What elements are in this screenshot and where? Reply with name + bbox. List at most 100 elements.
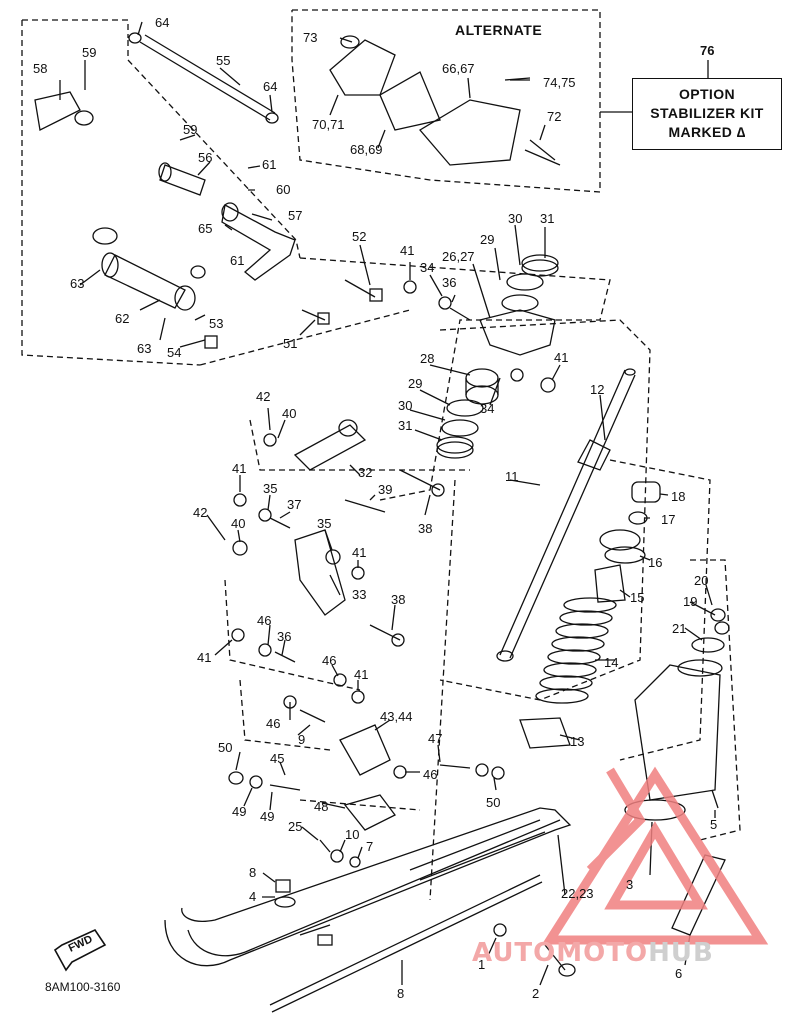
- washer-29: [501, 294, 539, 312]
- callout: 51: [283, 336, 298, 351]
- callout: 41: [352, 545, 367, 560]
- callout: 36: [442, 275, 457, 290]
- callout: 14: [604, 655, 619, 670]
- callout: 9: [298, 732, 306, 747]
- ski: [164, 807, 572, 967]
- callout: 30: [508, 211, 523, 226]
- option-box: OPTION STABILIZER KIT MARKED ∆: [632, 78, 782, 150]
- callout: 26,27: [442, 249, 475, 264]
- washer-lower-29: [446, 399, 484, 417]
- callout: 39: [378, 482, 393, 497]
- callout: 38: [418, 521, 433, 536]
- callout: 35: [263, 481, 278, 496]
- link-32: [293, 424, 367, 471]
- callout: 66,67: [442, 61, 475, 76]
- callout: 18: [671, 489, 686, 504]
- steering-group-outline-right: [127, 40, 301, 259]
- callout: 37: [287, 497, 302, 512]
- washer-30: [506, 273, 544, 291]
- callout: 68,69: [350, 142, 383, 157]
- fwd-arrow: [53, 928, 107, 972]
- washer-31: [521, 254, 559, 272]
- steering-rod: [139, 34, 276, 121]
- washer-lower-31: [436, 436, 474, 454]
- callout: 73: [303, 30, 318, 45]
- watermark-part2: HUB: [648, 938, 714, 968]
- ski-runner: [269, 874, 543, 1013]
- alternate-bracket: [329, 39, 396, 96]
- callout: 59: [183, 122, 198, 137]
- callout: 22,23: [561, 886, 594, 901]
- callout: 41: [197, 650, 212, 665]
- callout: 50: [218, 740, 233, 755]
- callout: 35: [317, 516, 332, 531]
- callout: 46: [322, 653, 337, 668]
- callout: 60: [276, 182, 291, 197]
- watermark-logo: [541, 766, 769, 945]
- bushing-28: [465, 368, 499, 388]
- callout: 52: [352, 229, 367, 244]
- callout: 48: [314, 799, 329, 814]
- callout: 46: [266, 716, 281, 731]
- callout: 42: [256, 389, 271, 404]
- callout: 1: [478, 957, 486, 972]
- callout: 53: [209, 316, 224, 331]
- callout: 41: [554, 350, 569, 365]
- callout: 17: [661, 512, 676, 527]
- callout: 29: [480, 232, 495, 247]
- alternate-title: ALTERNATE: [455, 22, 543, 38]
- part-code: 8AM100-3160: [45, 980, 121, 994]
- callout: 59: [82, 45, 97, 60]
- callout: 11: [505, 469, 519, 484]
- callout: 55: [216, 53, 231, 68]
- callout: 56: [198, 150, 213, 165]
- callout: 42: [193, 505, 208, 520]
- callout: 36: [277, 629, 292, 644]
- option-line-3: MARKED ∆: [668, 124, 746, 140]
- callout: 8: [249, 865, 257, 880]
- callout: 19: [683, 594, 698, 609]
- steering-group-outline-left: [21, 20, 201, 366]
- wear-plate-5: [343, 794, 396, 831]
- callout: 38: [391, 592, 406, 607]
- callout: 16: [648, 555, 663, 570]
- callout: 47: [428, 731, 443, 746]
- callout: 3: [626, 877, 634, 892]
- coil-spring: [535, 597, 617, 704]
- steering-arm: [221, 204, 296, 281]
- callout: 29: [408, 376, 423, 391]
- callout: 34: [480, 401, 495, 416]
- center-group-outline: [299, 257, 611, 501]
- callout: 7: [366, 839, 374, 854]
- callout: 64: [155, 15, 170, 30]
- callout: 46: [257, 613, 272, 628]
- callout: 74,75: [543, 75, 576, 90]
- callout: 25: [288, 819, 303, 834]
- option-line-2: STABILIZER KIT: [650, 105, 764, 121]
- callout: 61: [262, 157, 277, 172]
- callout: 31: [540, 211, 555, 226]
- steering-group-outline: [22, 19, 129, 38]
- bump-stop-15: [594, 564, 626, 603]
- watermark-text: AUTOMOTOHUB: [472, 938, 714, 968]
- callout: 65: [198, 221, 213, 236]
- callout: 41: [354, 667, 369, 682]
- callout: 40: [231, 516, 246, 531]
- alternate-boot: [379, 71, 441, 131]
- callout: 58: [33, 61, 48, 76]
- callout: 62: [115, 311, 130, 326]
- washer-lower-30: [441, 419, 479, 437]
- callout: 41: [232, 461, 247, 476]
- callout: 49: [260, 809, 275, 824]
- callout: 8: [397, 986, 405, 1001]
- callout: 31: [398, 418, 413, 433]
- callout: 12: [590, 382, 605, 397]
- ball-joint: [104, 254, 186, 309]
- callout: 28: [420, 351, 435, 366]
- callout: 32: [358, 465, 373, 480]
- callout: 15: [630, 590, 645, 605]
- steering-column-piece: [159, 164, 206, 196]
- callout: 63: [70, 276, 85, 291]
- callout: 57: [288, 208, 303, 223]
